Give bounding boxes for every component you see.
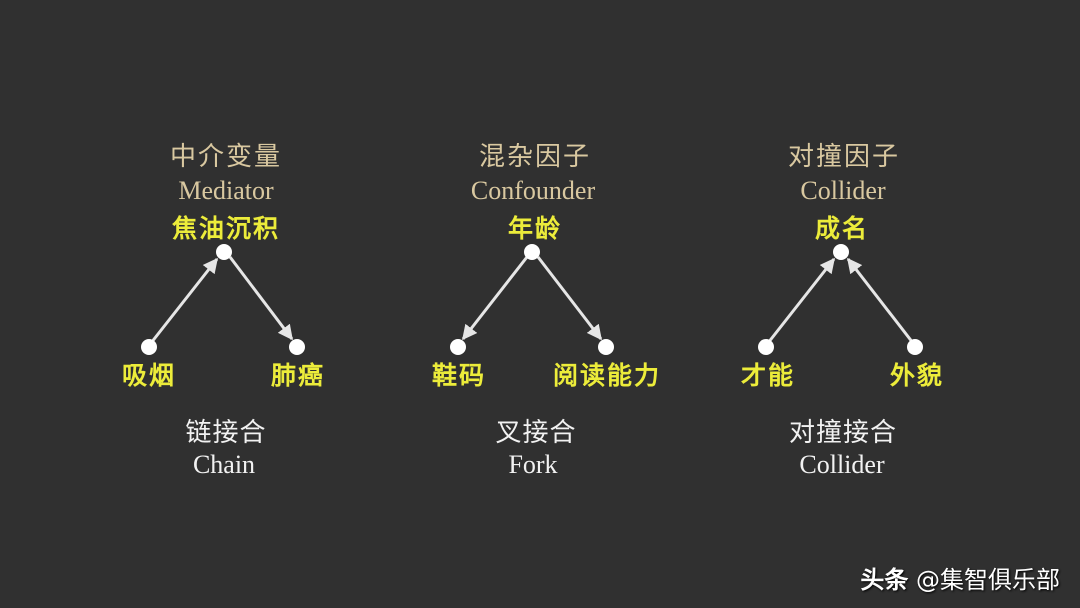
node-fork-left bbox=[450, 339, 466, 355]
collider-top-label: 成名 bbox=[814, 214, 870, 243]
node-chain-left bbox=[141, 339, 157, 355]
node-chain-right bbox=[289, 339, 305, 355]
node-collider-left bbox=[758, 339, 774, 355]
watermark-brand: 头条 bbox=[860, 566, 909, 594]
chain-type-zh: 链接合 bbox=[185, 418, 267, 448]
edge-chain-top-to-right bbox=[228, 256, 294, 341]
node-fork-top bbox=[524, 244, 540, 260]
chain-left-label: 吸烟 bbox=[121, 361, 177, 390]
fork-top-label: 年龄 bbox=[507, 214, 563, 243]
edge-fork-top-to-left bbox=[461, 256, 529, 341]
watermark: 头条 @集智俱乐部 bbox=[860, 560, 1060, 595]
chain-right-label: 肺癌 bbox=[270, 361, 326, 390]
node-chain-top bbox=[216, 244, 232, 260]
edge-chain-left-to-top bbox=[149, 257, 219, 344]
fork-type-en: Fork bbox=[508, 450, 558, 479]
fork-type-zh: 叉接合 bbox=[495, 418, 577, 448]
fork-left-label: 鞋码 bbox=[431, 361, 487, 390]
node-fork-right bbox=[598, 339, 614, 355]
collider-right-label: 外貌 bbox=[889, 361, 945, 390]
node-collider-right bbox=[907, 339, 923, 355]
chain-top-label: 焦油沉积 bbox=[171, 214, 281, 243]
collider-left-label: 才能 bbox=[740, 361, 796, 390]
edge-collider-left-to-top bbox=[766, 257, 836, 344]
watermark-handle: @集智俱乐部 bbox=[916, 566, 1060, 594]
collider-role-en: Collider bbox=[800, 176, 886, 205]
fork-role-en: Confounder bbox=[470, 176, 596, 205]
fork-diagram bbox=[450, 244, 614, 355]
edge-fork-top-to-right bbox=[536, 256, 603, 341]
node-collider-top bbox=[833, 244, 849, 260]
fork-right-label: 阅读能力 bbox=[552, 361, 662, 390]
chain-diagram bbox=[141, 244, 305, 355]
collider-type-en: Collider bbox=[799, 450, 885, 479]
collider-role-zh: 对撞因子 bbox=[787, 142, 901, 172]
chain-role-zh: 中介变量 bbox=[169, 142, 283, 172]
fork-role-zh: 混杂因子 bbox=[478, 142, 592, 172]
collider-type-zh: 对撞接合 bbox=[788, 418, 898, 448]
edge-collider-right-to-top bbox=[846, 257, 915, 344]
chain-type-en: Chain bbox=[192, 450, 256, 479]
chain-role-en: Mediator bbox=[178, 176, 274, 205]
collider-diagram bbox=[758, 244, 923, 355]
